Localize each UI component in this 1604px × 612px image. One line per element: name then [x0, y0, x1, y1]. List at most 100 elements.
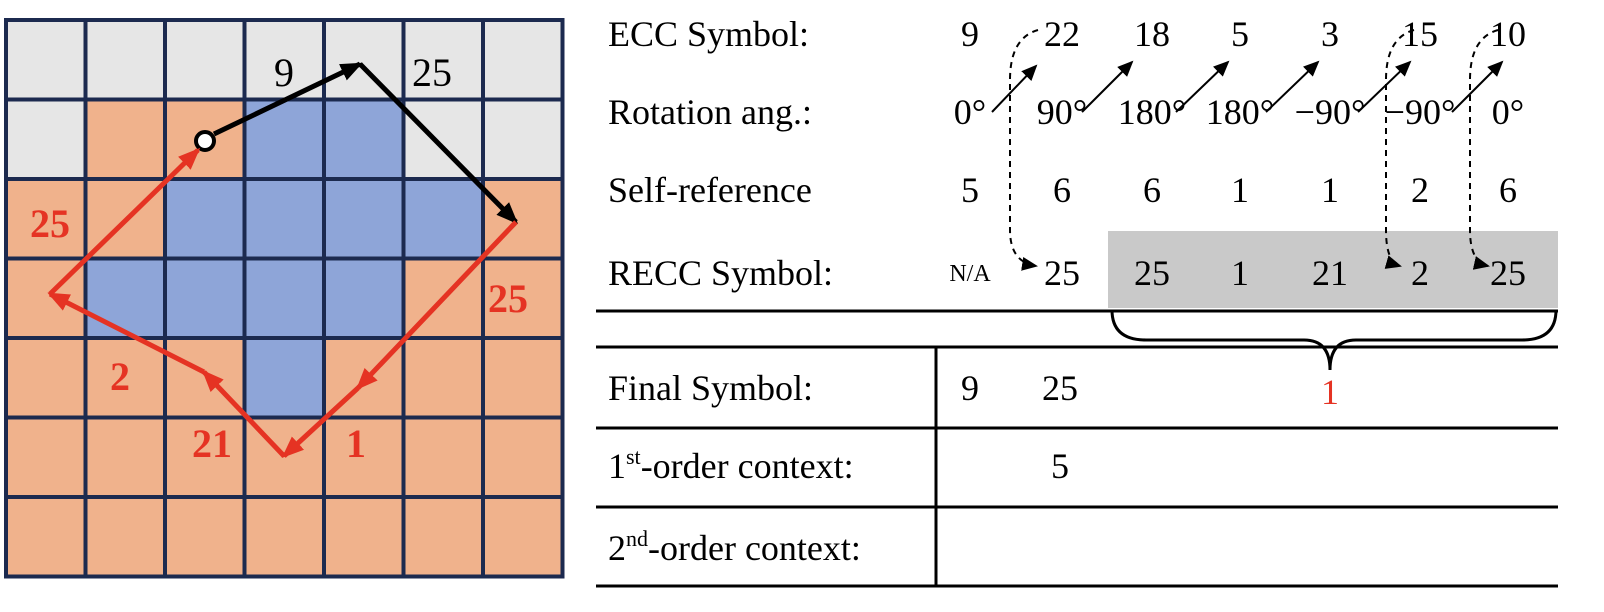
black-arrow-down: [358, 62, 519, 225]
row-label-ecc: ECC Symbol:: [608, 14, 809, 54]
ecc-value-1: 9: [961, 14, 979, 54]
grid-cell: [322, 18, 406, 102]
red-arrow-2: [281, 386, 360, 459]
row-label-selfref: Self-reference: [608, 170, 812, 210]
final-value-2: 25: [1042, 368, 1078, 408]
red-arrow-5: [48, 147, 201, 296]
label-red-21: 21: [192, 421, 232, 466]
group-brace: [1110, 309, 1558, 371]
grid-cell: [163, 177, 247, 261]
grid-cell: [481, 18, 565, 102]
grid-cell: [242, 336, 326, 420]
selfref-value-5: 1: [1321, 170, 1339, 210]
grid-cell: [322, 495, 406, 579]
recc-value-4: 1: [1231, 253, 1249, 293]
grid-cell: [4, 495, 88, 579]
ecc-value-3: 18: [1134, 14, 1170, 54]
grid-cell: [242, 177, 326, 261]
recc-value-1: N/A: [949, 261, 991, 287]
start-point: [194, 130, 216, 152]
pixel-grid: [4, 18, 565, 579]
selfref-value-7: 6: [1499, 170, 1517, 210]
grid-cell: [163, 18, 247, 102]
grid-cell: [401, 97, 485, 181]
selfref-value-6: 2: [1411, 170, 1429, 210]
row-label-second-order: 2nd-order context:: [608, 526, 861, 568]
grid-cell: [4, 18, 88, 102]
selfref-value-4: 1: [1231, 170, 1249, 210]
red-arrow-4: [47, 291, 206, 375]
grid-cell: [481, 415, 565, 499]
grid-cell: [481, 495, 565, 579]
rotation-value-2: 90°: [1037, 92, 1087, 132]
grid-cell: [4, 415, 88, 499]
grid-cell: [401, 336, 485, 420]
rotation-value-5: −90°: [1295, 92, 1366, 132]
rotation-value-7: 0°: [1492, 92, 1524, 132]
ecc-value-7: 10: [1490, 14, 1526, 54]
grid-cell: [322, 177, 406, 261]
grid-cell: [242, 495, 326, 579]
grid-cell: [481, 336, 565, 420]
grid-cell: [481, 256, 565, 340]
grid-cell: [83, 495, 167, 579]
grid-cell: [83, 415, 167, 499]
grid-cell: [322, 415, 406, 499]
ecc-value-5: 3: [1321, 14, 1339, 54]
recc-value-6: 2: [1411, 253, 1429, 293]
rotation-value-6: −90°: [1385, 92, 1456, 132]
rotation-value-3: 180°: [1118, 92, 1186, 132]
grid-cell: [401, 415, 485, 499]
grid-cell: [83, 256, 167, 340]
rotation-value-4: 180°: [1206, 92, 1274, 132]
grid-labels: 9 25 25 25 2 21 1: [30, 50, 528, 466]
label-red-1: 1: [346, 421, 366, 466]
label-black-25: 25: [412, 50, 452, 95]
ecc-value-4: 5: [1231, 14, 1249, 54]
grid-cell: [83, 97, 167, 181]
grid-cell: [4, 336, 88, 420]
final-grouped-value: 1: [1321, 372, 1339, 412]
table-rules: [596, 309, 1558, 588]
grid-cell: [163, 256, 247, 340]
selfref-value-3: 6: [1143, 170, 1161, 210]
row-label-rotation: Rotation ang.:: [608, 92, 812, 132]
ecc-value-6: 15: [1402, 14, 1438, 54]
black-arrow-up: [212, 61, 363, 137]
recc-value-7: 25: [1490, 253, 1526, 293]
label-black-9: 9: [274, 50, 294, 95]
grid-cell: [401, 177, 485, 261]
grid-cell: [242, 256, 326, 340]
rotation-value-1: 0°: [954, 92, 986, 132]
red-scan-path: [47, 147, 518, 459]
grid-cell: [401, 495, 485, 579]
recc-value-2: 25: [1044, 253, 1080, 293]
label-red-25-right: 25: [488, 276, 528, 321]
row-label-recc: RECC Symbol:: [608, 253, 833, 293]
label-red-25-left: 25: [30, 201, 70, 246]
row-label-first-order: 1st-order context:: [608, 444, 854, 486]
row-label-final: Final Symbol:: [608, 368, 813, 408]
grid-cell: [83, 18, 167, 102]
grid-cell: [322, 97, 406, 181]
reference-arrows: [1009, 29, 1499, 271]
grid-cell: [163, 495, 247, 579]
red-arrow-3: [201, 369, 286, 458]
selfref-value-1: 5: [961, 170, 979, 210]
grid-cell: [4, 97, 88, 181]
final-values: 9 25 1 5: [961, 368, 1339, 486]
red-arrow-1: [355, 220, 518, 391]
row-labels: ECC Symbol: Rotation ang.: Self-referenc…: [608, 14, 861, 568]
black-scan-path: [194, 61, 519, 225]
grid-cell: [481, 97, 565, 181]
rotation-arrows: [991, 60, 1504, 113]
final-value-1: 9: [961, 368, 979, 408]
label-red-2: 2: [110, 354, 130, 399]
grid-cell: [322, 256, 406, 340]
first-order-value: 5: [1051, 446, 1069, 486]
selfref-value-2: 6: [1053, 170, 1071, 210]
recc-value-5: 21: [1312, 253, 1348, 293]
ecc-value-2: 22: [1044, 14, 1080, 54]
